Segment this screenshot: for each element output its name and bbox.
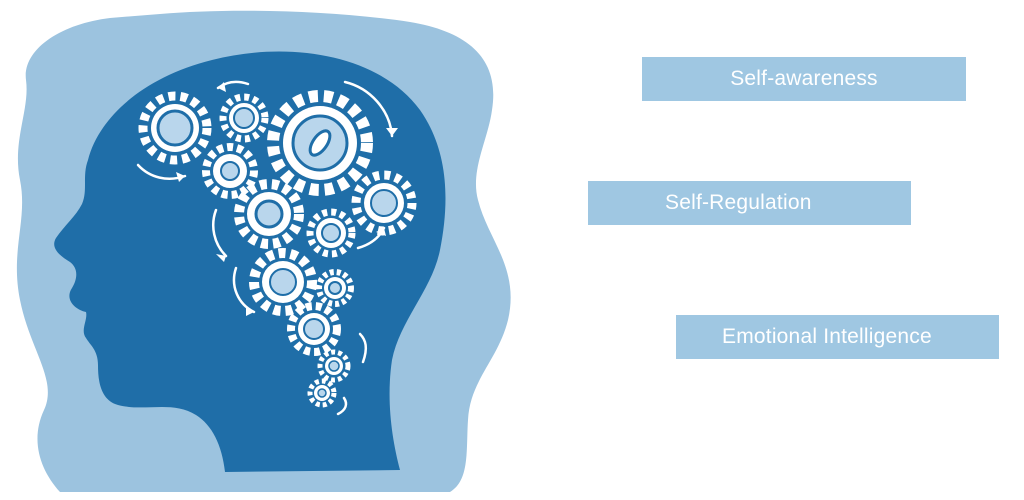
label-emotional-intelligence: Emotional Intelligence: [676, 315, 999, 359]
gear-icon: [316, 269, 354, 307]
gear-icon: [249, 248, 317, 316]
gear-icon: [138, 91, 212, 165]
head-illustration: [16, 10, 511, 492]
gear-icon: [317, 349, 351, 383]
gear-icon: [267, 90, 373, 196]
gear-icon: [351, 170, 417, 236]
label-self-regulation-text: Self-Regulation: [665, 191, 812, 214]
label-self-awareness-text: Self-awareness: [730, 67, 878, 90]
gear-icon: [219, 93, 269, 143]
gear-icon: [202, 143, 258, 199]
gear-icon: [234, 179, 304, 249]
arrow-icon: [336, 396, 348, 416]
label-self-regulation: Self-Regulation: [588, 181, 911, 225]
gear-icon: [287, 302, 341, 356]
arrow-icon: [358, 332, 368, 364]
arrow-icon: [212, 208, 228, 258]
gear-icon: [307, 378, 337, 408]
label-emotional-intelligence-text: Emotional Intelligence: [722, 325, 932, 348]
label-self-awareness: Self-awareness: [642, 57, 966, 101]
gear-icon: [306, 208, 356, 258]
